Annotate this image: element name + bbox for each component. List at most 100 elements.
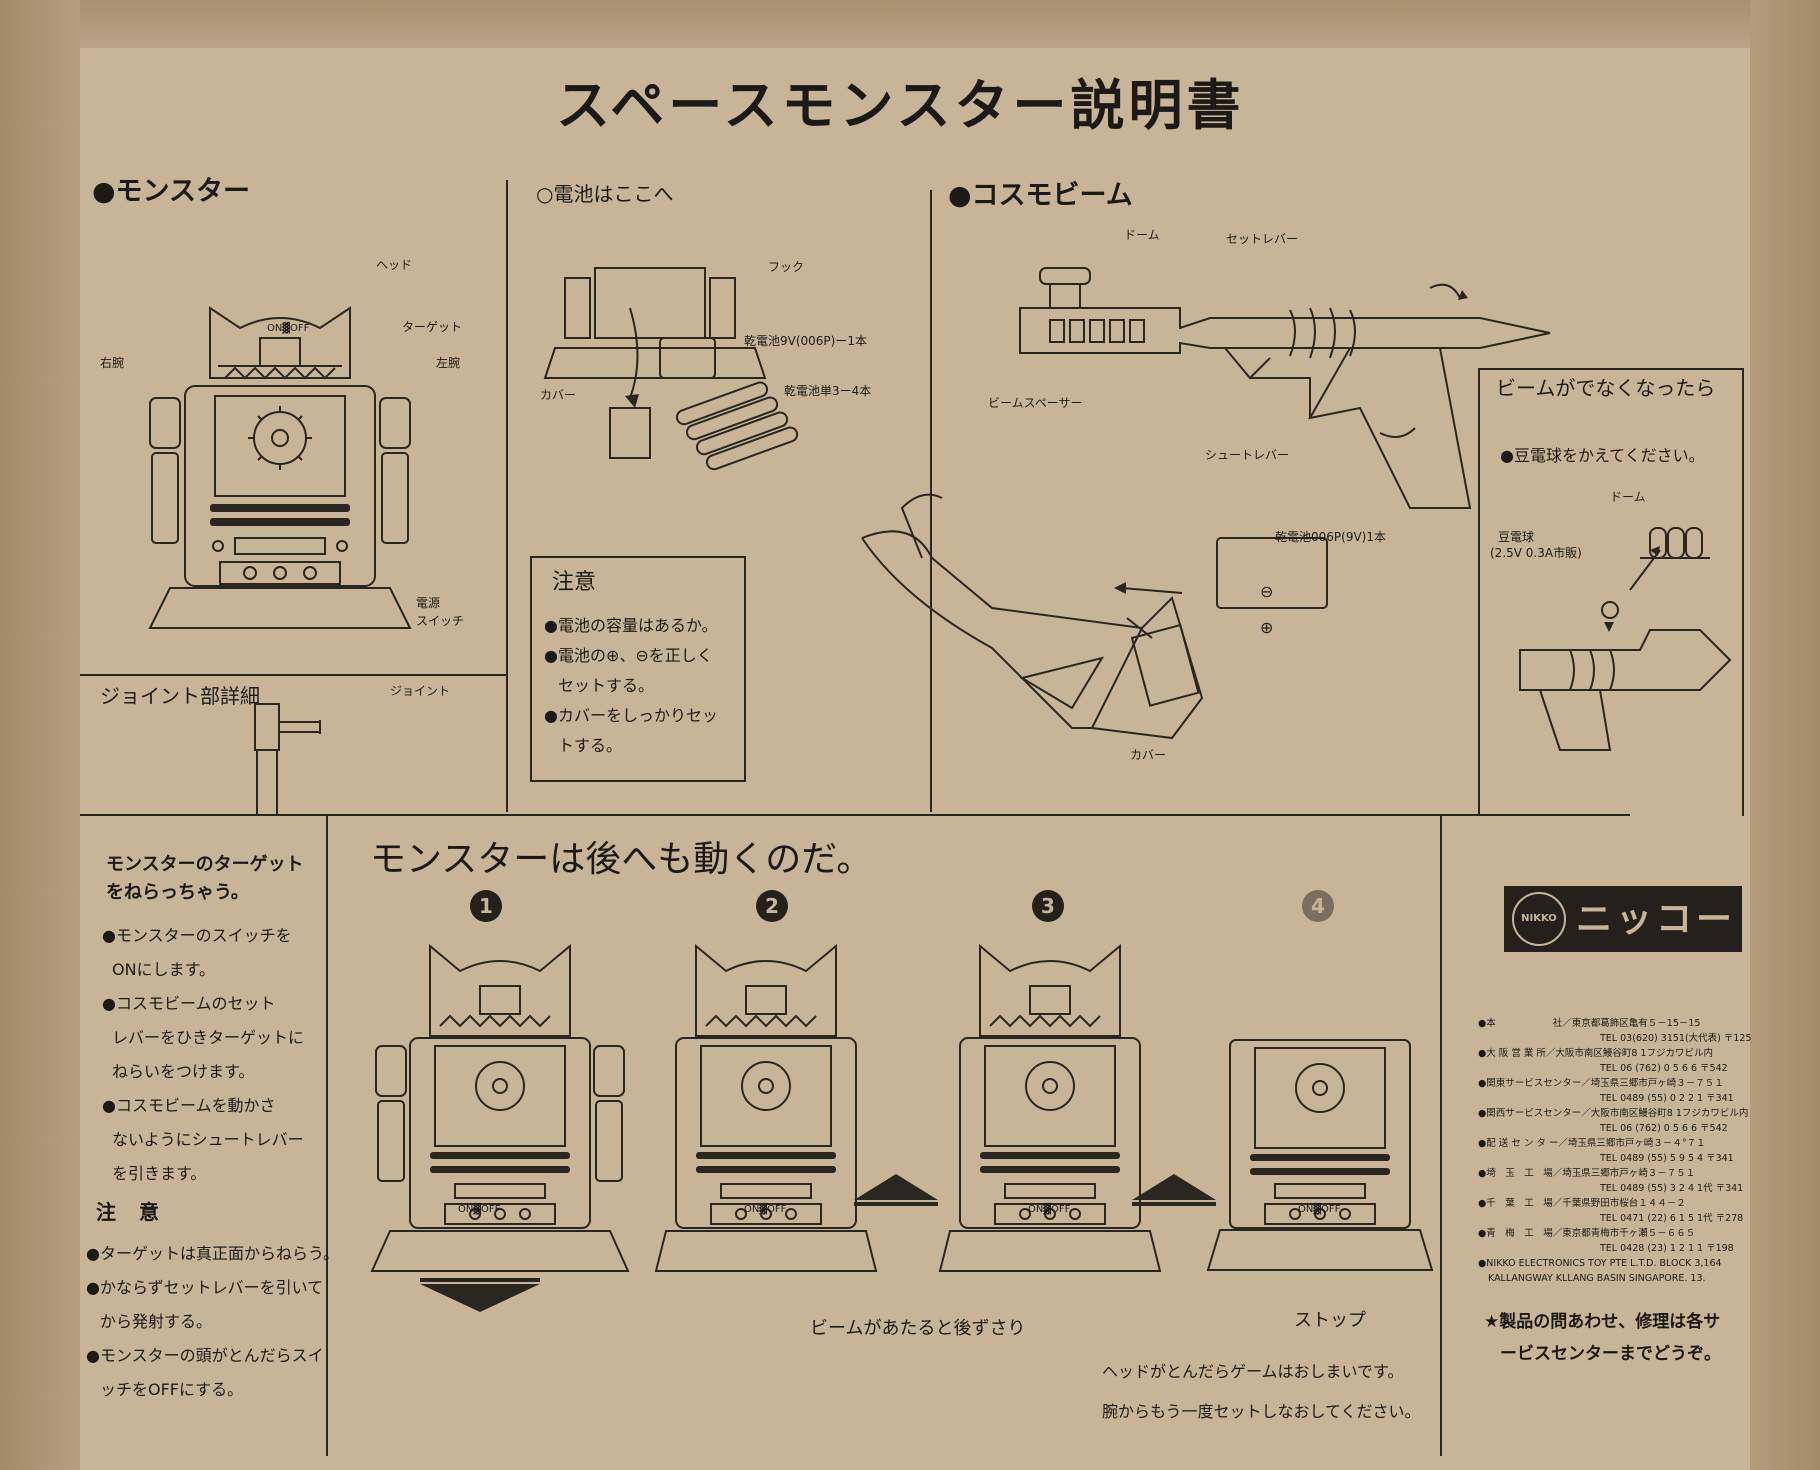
set-lever-label: セットレバー bbox=[1226, 232, 1299, 246]
switch-label: ON▓OFF bbox=[267, 323, 310, 334]
hit-text: ビームがあたると後ずさり bbox=[810, 1318, 1026, 1339]
head-label: ヘッド bbox=[376, 258, 413, 272]
arrow-down-icon bbox=[420, 1278, 540, 1312]
office-line: ●関西サービスセンター／大阪市南区鰻谷町8 1フジカワビル内 bbox=[1478, 1108, 1749, 1119]
joint-heading: ジョイント部詳細 bbox=[100, 684, 260, 708]
page-title: スペースモンスター説明書 bbox=[556, 74, 1245, 137]
office-line: TEL 06 (762) 0 5 6 6 〒542 bbox=[1600, 1063, 1728, 1074]
step-3-badge: 3 bbox=[1032, 890, 1064, 922]
office-line: TEL 03(620) 3151(大代表) 〒125 bbox=[1600, 1033, 1752, 1044]
howto-line: を引きます。 bbox=[112, 1164, 207, 1183]
step-1-badge: 1 bbox=[470, 890, 502, 922]
target-label: ターゲット bbox=[402, 320, 463, 334]
shoot-lever-label: シュートレバー bbox=[1205, 448, 1290, 462]
bulb-spec-label: (2.5V 0.3A市販) bbox=[1490, 546, 1582, 560]
arrow-up-icon bbox=[854, 1174, 938, 1206]
office-line: ●配 送 セ ン タ ー／埼玉県三郷市戸ヶ崎３－４°７１ bbox=[1478, 1138, 1706, 1149]
battery-caution-line: ●電池の⊕、⊖を正しく bbox=[544, 646, 713, 665]
office-line: TEL 0428 (23) 1 2 1 1 〒198 bbox=[1600, 1243, 1734, 1254]
howto-line: ●モンスターのスイッチを bbox=[102, 926, 292, 945]
office-line: ●青 梅 工 場／東京都青梅市千ヶ瀬５－６６５ bbox=[1478, 1228, 1696, 1239]
howto-caution-line: ●ターゲットは真正面からねらう。 bbox=[86, 1244, 340, 1263]
howto-line: ないようにシュートレバー bbox=[112, 1130, 304, 1149]
instruction-sheet: スペースモンスター説明書 ●モンスター bbox=[80, 48, 1752, 1470]
howto-caution-line: から発射する。 bbox=[100, 1312, 213, 1331]
office-line: KALLANGWAY KLLANG BASIN SINGAPORE. 13. bbox=[1488, 1273, 1706, 1284]
cosmo-heading: ●コスモビーム bbox=[948, 180, 1133, 211]
howto-line: ねらいをつけます。 bbox=[112, 1062, 255, 1081]
divider bbox=[506, 180, 508, 812]
grip-cover-label: カバー bbox=[1130, 748, 1167, 762]
no-beam-instruction: ●豆電球をかえてください。 bbox=[1500, 446, 1705, 465]
office-line: ●関東サービスセンター／埼玉県三郷市戸ヶ崎３－７５１ bbox=[1478, 1078, 1724, 1089]
divider bbox=[80, 814, 1630, 816]
stop-text: ストップ bbox=[1294, 1310, 1366, 1331]
divider bbox=[326, 816, 328, 1456]
bulb-replace-illustration-icon bbox=[1519, 527, 1732, 751]
battery-cover-label: カバー bbox=[540, 388, 577, 402]
howto-line: ●コスモビームのセット bbox=[102, 994, 276, 1013]
divider bbox=[80, 674, 506, 676]
step-4-switch-label: ON▓OFF bbox=[1298, 1204, 1341, 1215]
howto-caution-title: 注 意 bbox=[96, 1200, 167, 1224]
divider bbox=[930, 190, 932, 812]
left-arm-label: 左腕 bbox=[436, 356, 461, 370]
divider bbox=[1440, 816, 1442, 1456]
howto-line: ONにします。 bbox=[112, 960, 215, 979]
howto-line: ●コスモビームを動かさ bbox=[102, 1096, 276, 1115]
step-3-switch-label: ON▓OFF bbox=[1028, 1204, 1071, 1215]
battery-caution-title: 注意 bbox=[552, 570, 597, 595]
howto-title-2: をねらっちゃう。 bbox=[106, 882, 249, 903]
minus-sign: ⊖ bbox=[1260, 582, 1274, 601]
plus-sign: ⊕ bbox=[1260, 618, 1274, 637]
battery-heading: ○電池はここへ bbox=[536, 182, 674, 206]
battery-aa-label: 乾電池単3ー4本 bbox=[784, 384, 872, 398]
office-line: TEL 06 (762) 0 5 6 6 〒542 bbox=[1600, 1123, 1728, 1134]
logo-text: ニッコー bbox=[1576, 899, 1737, 940]
office-line: ●大 阪 営 業 所／大阪市南区鰻谷町8 1フジカワビル内 bbox=[1478, 1048, 1713, 1059]
box-flap-top bbox=[0, 0, 1820, 48]
power-label-1: 電源 bbox=[416, 596, 441, 610]
robot-step-3-icon bbox=[938, 943, 1162, 1272]
battery-illustration-icon bbox=[543, 267, 799, 471]
no-beam-heading: ビームがでなくなったら bbox=[1496, 376, 1716, 400]
arrow-up-icon bbox=[1132, 1174, 1216, 1206]
nikko-badge: NIKKO bbox=[1512, 892, 1566, 946]
battery-9v-label: 乾電池9V(006P)ー1本 bbox=[744, 334, 867, 348]
box-flap-right bbox=[1750, 0, 1820, 1470]
backwards-title: モンスターは後へも動くのだ。 bbox=[370, 839, 873, 880]
end-line-2: 腕からもう一度セットしなおしてください。 bbox=[1102, 1402, 1421, 1421]
dome-label: ドーム bbox=[1124, 228, 1160, 242]
step-2-badge: 2 bbox=[756, 890, 788, 922]
office-line: ●NIKKO ELECTRONICS TOY PTE L.T.D. BLOCK … bbox=[1478, 1258, 1722, 1269]
office-line: ●埼 玉 工 場／埼玉県三郷市戸ヶ崎３－７５１ bbox=[1478, 1168, 1696, 1179]
repair-line-2: ービスセンターまでどうぞ。 bbox=[1500, 1344, 1721, 1364]
step-1-switch-label: ON▓OFF bbox=[458, 1204, 501, 1215]
repair-line-1: ★製品の問あわせ、修理は各サ bbox=[1484, 1312, 1721, 1332]
hook-label: フック bbox=[768, 260, 805, 274]
end-line-1: ヘッドがとんだらゲームはおしまいです。 bbox=[1102, 1362, 1404, 1381]
power-label-2: スイッチ bbox=[416, 614, 465, 628]
robot-step-4-icon bbox=[1206, 1039, 1434, 1271]
battery-caution-line: ●電池の容量はあるか。 bbox=[544, 616, 718, 635]
howto-caution-line: ●モンスターの頭がとんだらスイ bbox=[86, 1346, 324, 1365]
howto-title-1: モンスターのターゲット bbox=[106, 854, 304, 875]
joint-illustration-icon bbox=[254, 703, 321, 814]
battery-caution-line: セットする。 bbox=[558, 676, 655, 695]
robot-step-1-icon bbox=[370, 943, 630, 1272]
step-4-badge: 4 bbox=[1302, 890, 1334, 922]
no-beam-box: ビームがでなくなったら ●豆電球をかえてください。 ドーム 豆電球 (2.5V … bbox=[1478, 368, 1744, 816]
joint-label: ジョイント bbox=[390, 684, 451, 698]
battery-006p-label: 乾電池006P(9V)1本 bbox=[1275, 530, 1386, 544]
nikko-logo: NIKKO ニッコー bbox=[1504, 886, 1742, 952]
robot-step-2-icon bbox=[654, 943, 878, 1272]
box-flap-left bbox=[0, 0, 80, 1470]
office-line: TEL 0489 (55) 5 9 5 4 〒341 bbox=[1600, 1153, 1734, 1164]
step-2-switch-label: ON▓OFF bbox=[744, 1204, 787, 1215]
howto-caution-line: ●かならずセットレバーを引いて bbox=[86, 1278, 324, 1297]
office-line: TEL 0471 (22) 6 1 5 1代 〒278 bbox=[1600, 1213, 1744, 1224]
battery-caution-line: ●カバーをしっかりセッ bbox=[544, 706, 718, 725]
no-beam-dome-label: ドーム bbox=[1610, 490, 1646, 504]
office-line: TEL 0489 (55) 0 2 2 1 〒341 bbox=[1600, 1093, 1734, 1104]
grip-battery-illustration-icon bbox=[861, 493, 1328, 740]
